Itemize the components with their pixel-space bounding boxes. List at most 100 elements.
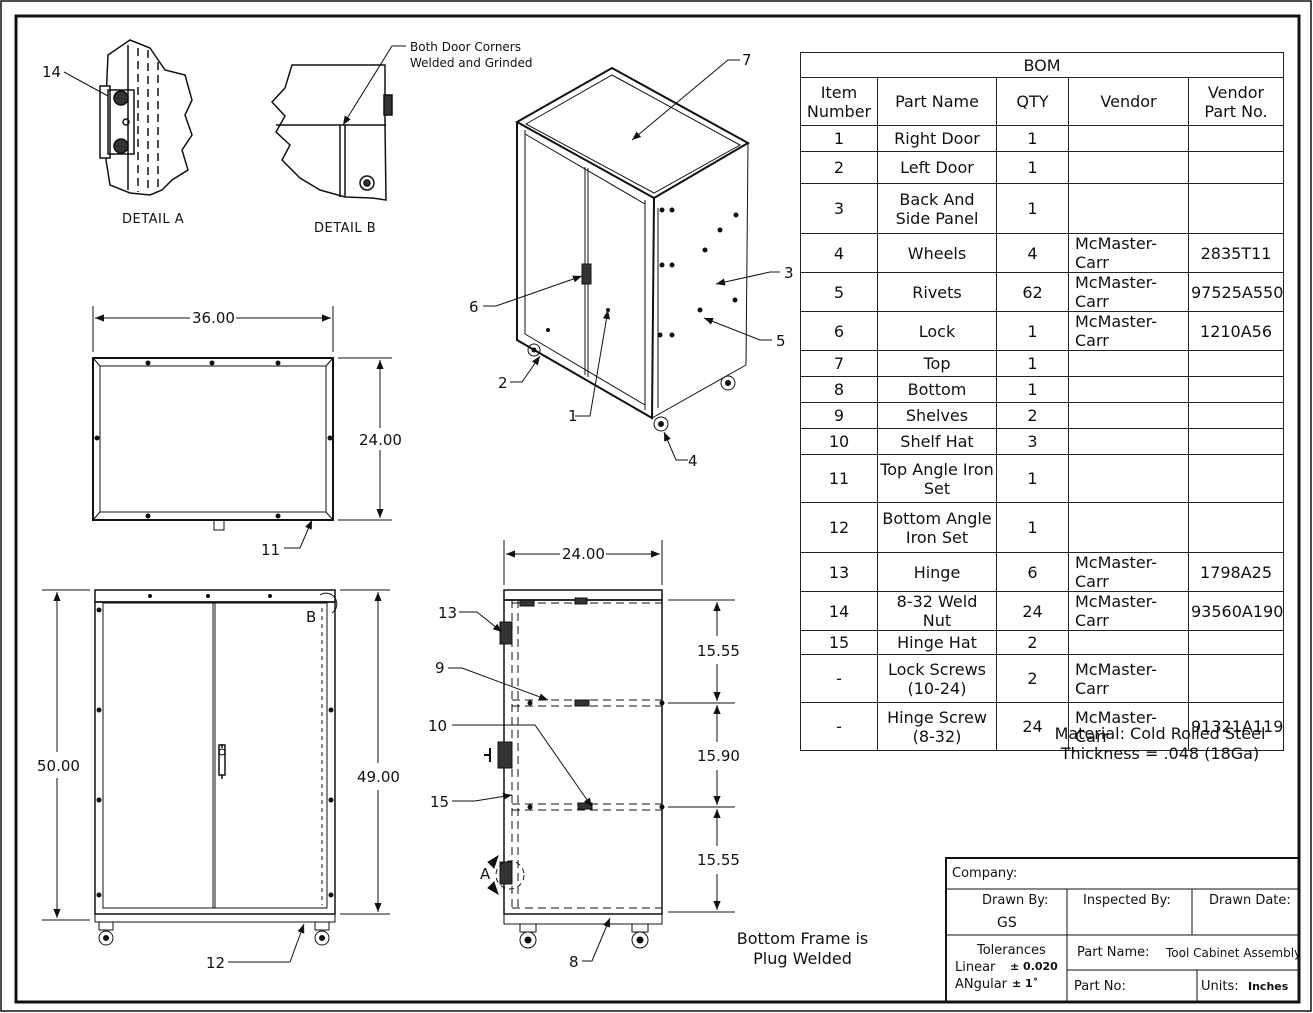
bom-cell-vendor-part [1187, 350, 1285, 377]
bom-cell-vendor-part [1187, 502, 1285, 553]
callout-9: 9 [435, 659, 445, 677]
bom-cell-qty: 1 [996, 350, 1069, 377]
bom-cell-qty: 1 [996, 376, 1069, 403]
bom-cell-vendor-part [1187, 151, 1285, 184]
bom-cell-part-name: Top Angle Iron Set [877, 454, 997, 503]
side-section-view [484, 589, 665, 949]
drawn-by-label: Drawn By: [982, 893, 1049, 908]
callout-14: 14 [42, 63, 62, 81]
bom-cell-vendor [1068, 151, 1189, 184]
callout-4: 4 [688, 452, 698, 470]
detail-b-marker: B [306, 608, 317, 626]
bom-cell-item: 8 [800, 376, 878, 403]
bom-cell-item: 11 [800, 454, 878, 503]
callout-10: 10 [428, 717, 448, 735]
dim-shelf-spacing-top: 15.55 [697, 642, 740, 660]
bom-cell-item: 7 [800, 350, 878, 377]
bom-cell-item: - [800, 702, 878, 751]
bom-cell-qty: 1 [996, 151, 1069, 184]
bom-table: BOM Item Number Part Name QTY Vendor Ven… [799, 52, 1285, 751]
bom-cell-qty: 1 [996, 183, 1069, 234]
bom-cell-part-name: Hinge Screw (8-32) [877, 702, 997, 751]
bottom-frame-note-line2: Plug Welded [753, 949, 852, 968]
bom-cell-part-name: Hinge Hat [877, 630, 997, 655]
callout-5: 5 [776, 332, 786, 350]
bom-header-vendor-part: Vendor Part No. [1187, 77, 1285, 126]
bom-cell-item: 2 [800, 151, 878, 184]
dim-shelf-spacing-bottom: 15.55 [697, 851, 740, 869]
bottom-frame-note-line1: Bottom Frame is [736, 929, 869, 948]
callout-2: 2 [498, 374, 508, 392]
bom-cell-vendor [1068, 630, 1189, 655]
bom-cell-vendor-part [1187, 654, 1285, 703]
front-view-dimensions [42, 589, 390, 963]
angular-value: ± 1˚ [1012, 977, 1039, 990]
inner-border [14, 14, 1301, 1004]
bom-cell-part-name: Rivets [877, 272, 997, 312]
material-note: Material: Cold Rolled Steel Thickness = … [1050, 724, 1270, 764]
bom-cell-part-name: Lock Screws (10-24) [877, 654, 997, 703]
bom-cell-vendor-part: 1798A25 [1187, 552, 1285, 592]
bom-cell-vendor-part [1187, 454, 1285, 503]
bom-cell-vendor: McMaster-Carr [1068, 654, 1189, 703]
bom-cell-item: - [800, 654, 878, 703]
bom-cell-qty: 1 [996, 311, 1069, 351]
callout-15: 15 [430, 793, 450, 811]
angular-label: ANgular [955, 977, 1008, 992]
front-view [94, 589, 338, 946]
bom-cell-qty: 1 [996, 125, 1069, 152]
bom-cell-qty: 2 [996, 654, 1069, 703]
side-view-dimensions [448, 540, 735, 962]
material-note-line1: Material: Cold Rolled Steel [1054, 724, 1266, 743]
detail-a-view [99, 39, 193, 196]
title-block-lines [945, 857, 1300, 1003]
bom-cell-part-name: Lock [877, 311, 997, 351]
bom-cell-vendor [1068, 183, 1189, 234]
bom-header-qty: QTY [996, 77, 1069, 126]
dim-shelf-spacing-mid: 15.90 [697, 747, 740, 765]
dim-front-height-body: 49.00 [357, 768, 400, 786]
bom-cell-qty: 1 [996, 502, 1069, 553]
bom-header-part-name: Part Name [877, 77, 997, 126]
corner-weld-note: Both Door Corners Welded and Grinded [410, 39, 533, 71]
bom-cell-vendor-part [1187, 125, 1285, 152]
detail-a-label: DETAIL A [122, 212, 185, 227]
bom-cell-vendor-part: 1210A56 [1187, 311, 1285, 351]
isometric-view [514, 66, 751, 432]
dim-front-height-overall: 50.00 [37, 757, 80, 775]
bom-header-item: Item Number [800, 77, 878, 126]
detail-b-label: DETAIL B [314, 221, 377, 236]
bom-cell-part-name: Bottom Angle Iron Set [877, 502, 997, 553]
bom-cell-item: 3 [800, 183, 878, 234]
bom-cell-vendor-part: 97525A550 [1187, 272, 1285, 312]
bom-cell-vendor [1068, 502, 1189, 553]
dim-side-depth: 24.00 [562, 545, 605, 563]
isometric-leaders [483, 59, 780, 461]
detail-a-marker: A [480, 865, 491, 883]
leader-14 [63, 71, 109, 97]
bom-cell-vendor: McMaster-Carr [1068, 552, 1189, 592]
dim-top-width: 36.00 [192, 309, 235, 327]
bom-cell-vendor: McMaster-Carr [1068, 272, 1189, 312]
bom-title: BOM [799, 52, 1285, 78]
bom-cell-vendor-part [1187, 376, 1285, 403]
bom-cell-item: 1 [800, 125, 878, 152]
callout-12: 12 [206, 954, 226, 972]
bom-cell-item: 14 [800, 591, 878, 631]
bom-cell-part-name: Left Door [877, 151, 997, 184]
bom-cell-vendor: McMaster-Carr [1068, 311, 1189, 351]
bom-cell-vendor-part [1187, 402, 1285, 429]
bom-cell-qty: 62 [996, 272, 1069, 312]
